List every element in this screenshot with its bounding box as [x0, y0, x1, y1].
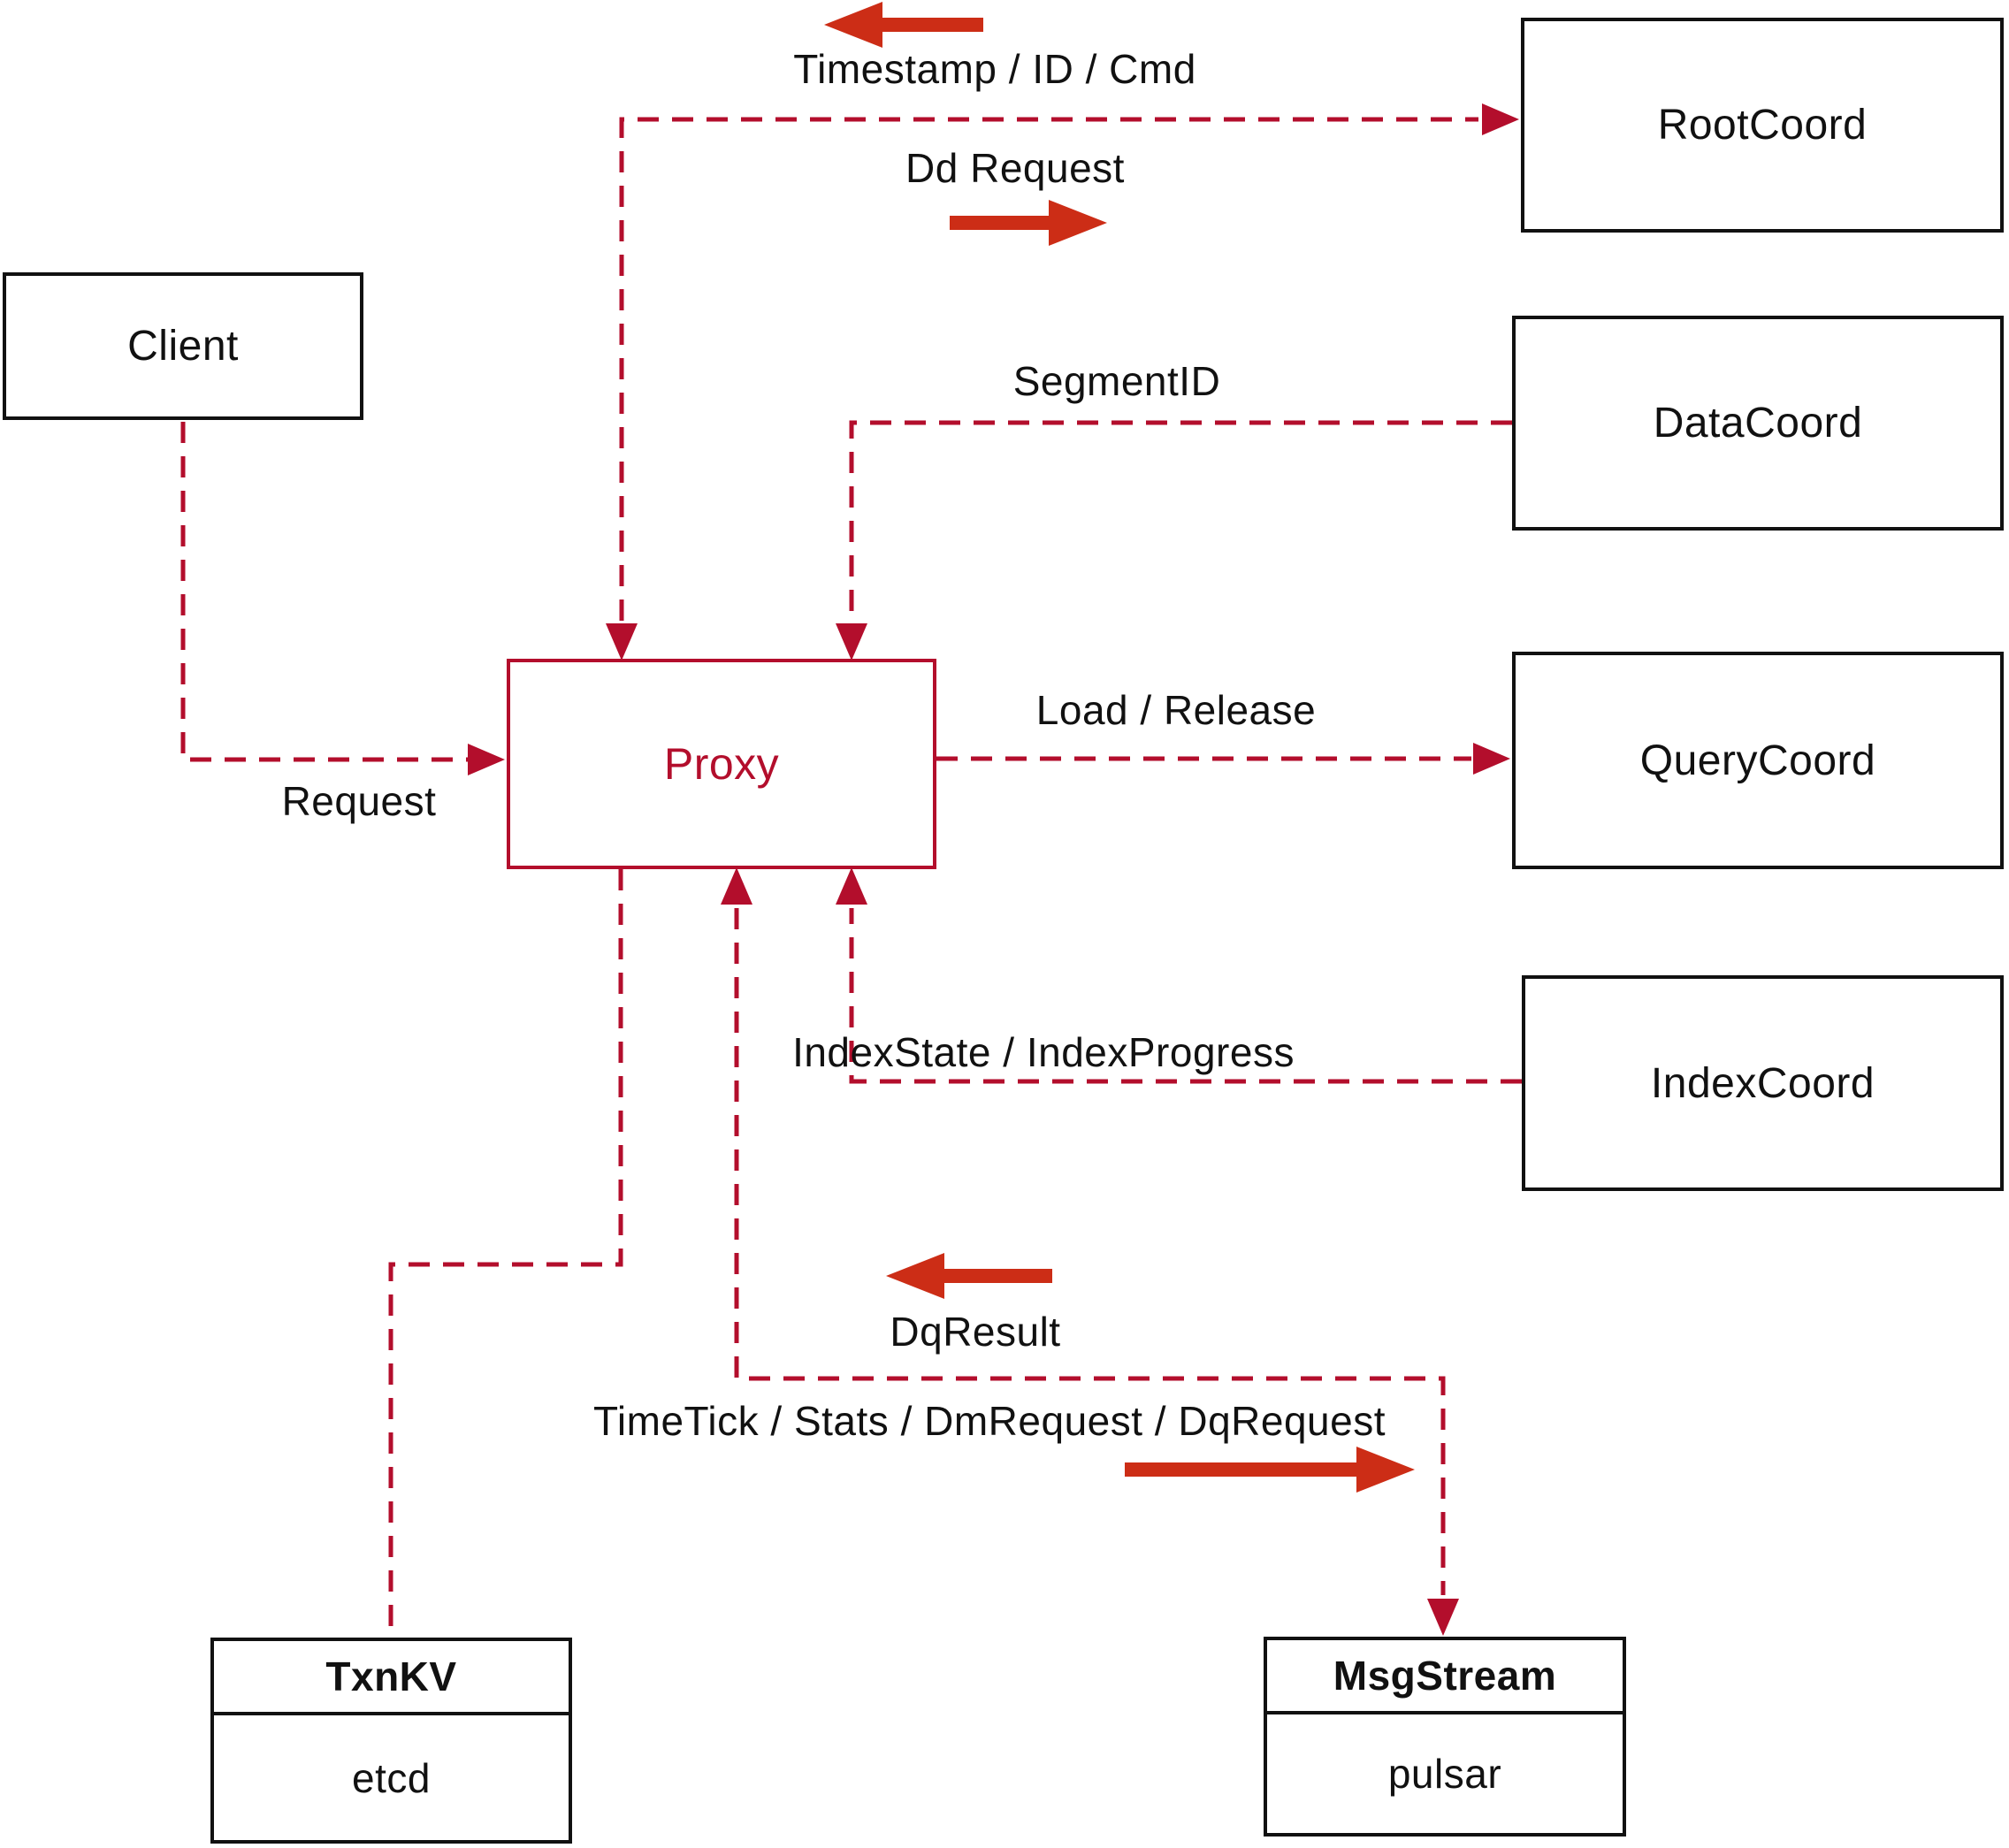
node-proxy: Proxy	[507, 659, 936, 869]
arrowhead-indexcoord-into-proxy	[836, 867, 867, 905]
node-txnkv-impl: etcd	[352, 1754, 431, 1801]
label-dq-result: DqResult	[890, 1309, 1061, 1355]
node-datacoord-label: DataCoord	[1653, 400, 1863, 447]
label-request: Request	[281, 778, 437, 824]
arrowhead-msgstream-into-proxy	[721, 867, 752, 905]
label-dd-request: Dd Request	[905, 145, 1125, 191]
node-msgstream-impl: pulsar	[1387, 1751, 1502, 1797]
node-client-label: Client	[127, 323, 239, 370]
edge-client-proxy	[180, 422, 468, 762]
node-querycoord-label: QueryCoord	[1639, 737, 1876, 784]
node-rootcoord-label: RootCoord	[1657, 102, 1868, 149]
label-load-release: Load / Release	[1035, 687, 1317, 733]
node-client: Client	[3, 272, 363, 420]
node-datacoord: DataCoord	[1512, 316, 2004, 531]
node-txnkv-title: TxnKV	[214, 1641, 569, 1715]
arrowhead-into-rootcoord	[1482, 103, 1519, 135]
label-index-state: IndexState / IndexProgress	[792, 1029, 1295, 1075]
edge-indexcoord-proxy	[849, 908, 1522, 1084]
arrowhead-datacoord-into-proxy	[836, 623, 867, 661]
timetick-direction-right-arrow	[1125, 1447, 1415, 1493]
edge-proxy-txnkv	[388, 869, 623, 1634]
node-txnkv: TxnKV etcd	[210, 1638, 572, 1844]
node-rootcoord: RootCoord	[1521, 18, 2004, 233]
label-segment-id: SegmentID	[1012, 358, 1221, 404]
node-indexcoord-label: IndexCoord	[1650, 1059, 1875, 1107]
edge-proxy-msgstream	[734, 908, 1446, 1595]
node-proxy-label: Proxy	[663, 739, 780, 789]
node-msgstream-title: MsgStream	[1267, 1640, 1623, 1714]
arrowhead-rootcoord-into-proxy	[606, 623, 638, 661]
node-querycoord: QueryCoord	[1512, 652, 2004, 869]
dd-request-direction-right-arrow	[950, 200, 1107, 246]
timestamp-direction-left-arrow	[824, 2, 983, 48]
arrowhead-request-into-proxy	[468, 744, 505, 775]
label-timestamp-id-cmd: Timestamp / ID / Cmd	[793, 46, 1196, 92]
node-indexcoord: IndexCoord	[1522, 975, 2004, 1191]
arrowhead-into-querycoord	[1473, 743, 1510, 775]
label-time-tick: TimeTick / Stats / DmRequest / DqRequest	[593, 1398, 1386, 1444]
edge-proxy-rootcoord	[619, 117, 1478, 655]
arrowhead-into-msgstream	[1427, 1599, 1459, 1636]
dqresult-direction-left-arrow	[886, 1253, 1052, 1299]
node-msgstream: MsgStream pulsar	[1264, 1637, 1626, 1837]
edge-datacoord-proxy	[849, 420, 1512, 622]
